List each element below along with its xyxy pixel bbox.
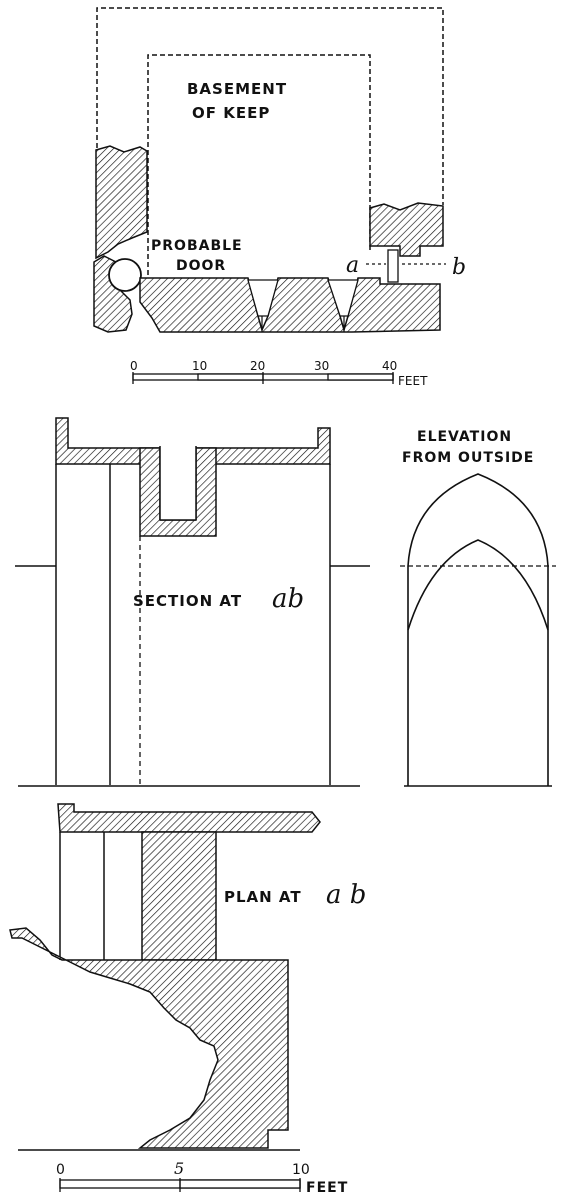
scale-top-tick-2: 20 — [250, 359, 265, 373]
scale-top-tick-1: 10 — [192, 359, 207, 373]
basement-inner-outline — [147, 54, 371, 275]
window-splay-1 — [247, 279, 279, 317]
point-a-label: a — [346, 253, 359, 278]
plan-block — [141, 831, 217, 961]
scale-top-unit: FEET — [398, 374, 428, 388]
keep-outer-outline — [96, 7, 444, 205]
plan-lower-mass — [9, 927, 289, 1149]
garderobe-passage — [387, 249, 399, 283]
left-wall — [95, 145, 148, 260]
inner-arch — [407, 539, 549, 631]
probable-door-label-2: DOOR — [176, 258, 226, 274]
scale-top-tick-0: 0 — [130, 359, 138, 373]
stair-circle — [108, 258, 142, 292]
plan-top-slab — [57, 803, 321, 833]
east-wall — [369, 202, 444, 257]
basement-label-2: OF KEEP — [192, 104, 270, 122]
scale-bottom-tick-0: 0 — [56, 1162, 65, 1178]
scale-bottom-tick-1: 5 — [174, 1159, 184, 1178]
elevation-label-2: FROM OUTSIDE — [402, 450, 534, 466]
keep-plan: BASEMENT OF KEEP PROBABLE DOOR a b — [93, 7, 466, 333]
window-splay-2 — [327, 279, 359, 317]
section-view: SECTION AT ab — [15, 417, 370, 787]
scale-bar-bottom: 0 5 10 FEET — [56, 1159, 348, 1196]
plan-view: PLAN AT a b — [9, 803, 366, 1151]
elevation-label-1: ELEVATION — [417, 429, 512, 445]
elevation-view: ELEVATION FROM OUTSIDE — [400, 429, 556, 787]
point-b-label: b — [452, 255, 466, 280]
outer-arch — [407, 473, 549, 786]
scale-top-tick-4: 40 — [382, 359, 397, 373]
southwest-fragment — [93, 255, 133, 333]
plan-ab-label: a b — [326, 880, 366, 910]
scale-bottom-unit: FEET — [306, 1180, 348, 1196]
scale-top-tick-3: 30 — [314, 359, 329, 373]
scale-bar-top: 0 10 20 30 40 FEET — [130, 359, 428, 388]
section-label: SECTION AT — [133, 592, 242, 610]
section-ab-label: ab — [272, 584, 304, 614]
probable-door-label-1: PROBABLE — [151, 238, 243, 254]
plan-label: PLAN AT — [224, 888, 302, 906]
south-wall — [139, 277, 441, 333]
basement-label-1: BASEMENT — [187, 80, 287, 98]
scale-bottom-tick-2: 10 — [292, 1162, 310, 1178]
